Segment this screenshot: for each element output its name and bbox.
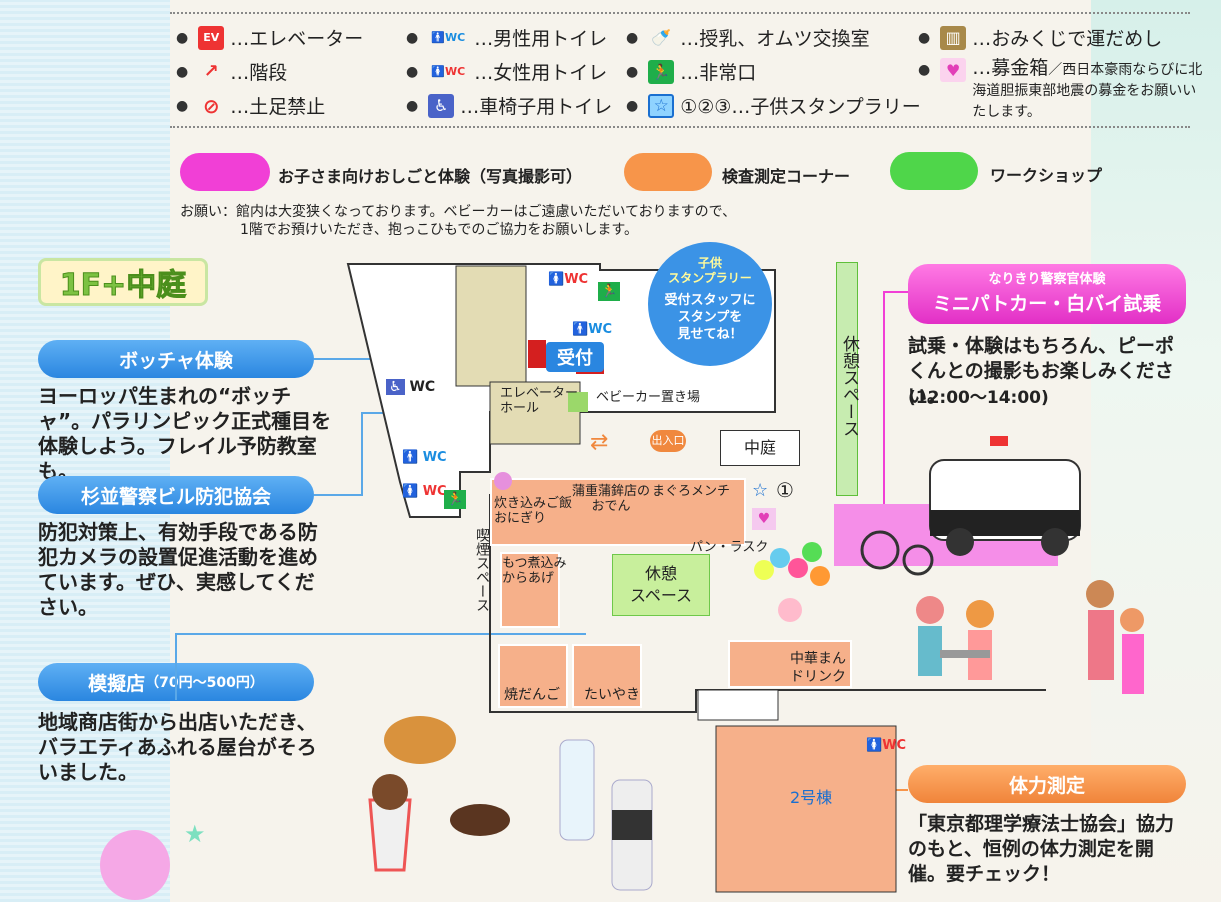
- legend-exit: ●🏃…非常口: [626, 58, 756, 85]
- legend-donation: ●♥ …募金箱／西日本豪雨ならびに北海道胆振東部地震の募金をお願いいたします。: [918, 57, 1203, 120]
- map-womens-wc-3: 🚺WC: [866, 738, 907, 753]
- map-womens-wc: 🚺WC: [548, 272, 589, 287]
- legend-mens-wc: ●🚹WC…男性用トイレ: [406, 24, 607, 51]
- exit-icon: 🏃: [648, 59, 675, 84]
- patrol-desc: 試乗・体験はもちろん、ピーポくんとの撮影もお楽しみください。: [908, 335, 1175, 407]
- boccia-desc: ヨーロッパ生まれの“ボッチャ”。パラリンピック正式種目を体験しよう。フレイル予防…: [38, 384, 332, 483]
- map-womens-wc-2: 🚺 WC: [402, 484, 447, 499]
- right-background: [1091, 0, 1221, 902]
- stall-taiyaki-box: [572, 644, 642, 708]
- patrol-title-box: なりきり警察官体験 ミニパトカー・白バイ試乗: [908, 264, 1186, 324]
- balloons-illustration: [754, 542, 830, 622]
- fitness-title: 体力測定: [908, 765, 1186, 803]
- decor-star-icon: ★: [184, 820, 206, 848]
- stall-chuka: 中華まん ドリンク: [790, 651, 846, 685]
- legend-elevator: ●EV…エレベーター: [176, 24, 363, 51]
- smoking-space-label: 喫煙スペース: [474, 528, 490, 612]
- fitness-desc: 「東京都理学療法士協会」協力のもと、恒例の体力測定を開催。要チェック！: [908, 813, 1175, 885]
- donation-icon: ♥: [940, 58, 967, 82]
- legend-wheelchair-wc: ●♿…車椅子用トイレ: [406, 92, 612, 119]
- elevator-hall-label: エレベーター ホール: [500, 386, 579, 416]
- courtyard-outline: [489, 494, 1046, 893]
- map-exit-icon-2: 🏃: [444, 490, 467, 509]
- legend-omikuji: ●▥…おみくじで運だめし: [918, 24, 1162, 51]
- notice-line-1: お願い：館内は大変狭くなっております。ベビーカーはご遠慮いただいておりますので、: [180, 204, 737, 220]
- map-mens-wc: 🚹WC: [572, 322, 613, 337]
- people-illustration: [916, 580, 1144, 694]
- patrol-time: (12:00〜14:00): [908, 388, 1049, 408]
- boccia-title: ボッチャ体験: [38, 340, 314, 378]
- notice-line-2: 1階でお預けいただき、抱っこひもでのご協力をお願いします。: [240, 222, 638, 238]
- map-mens-wc-2: 🚹 WC: [402, 450, 447, 465]
- legend-stamp: ●☆①②③…子供スタンプラリー: [626, 93, 921, 118]
- divider-bottom: [170, 126, 1190, 128]
- star-icon: ☆: [648, 93, 675, 118]
- pink-marker: [494, 472, 512, 490]
- stamp-bubble: 子供 スタンプラリー 受付スタッフに スタンプを 見せてね！: [648, 242, 772, 366]
- orange-key-label: 検査測定コーナー: [722, 167, 851, 186]
- legend-womens-wc: ●🚺WC…女性用トイレ: [406, 58, 607, 85]
- rest-space-box: 休憩 スペース: [612, 554, 710, 616]
- map-stamp-star-icon: ☆: [752, 480, 769, 501]
- courtyard-label: 中庭: [720, 430, 800, 466]
- building2-label: 2号棟: [790, 788, 833, 807]
- stroller-label: ベビーカー置き場: [596, 390, 701, 405]
- legend-no-shoes: ●⊘…土足禁止: [176, 93, 326, 119]
- left-background: [0, 0, 170, 902]
- stall-motsuni-box: [500, 552, 560, 628]
- police-title: 杉並警察ビル防犯協会: [38, 476, 314, 514]
- stall-maguro: まぐろメンチ: [652, 484, 731, 499]
- stall-taiyaki: たいやき: [584, 687, 640, 703]
- rest-space-vertical: 休憩スペース: [836, 262, 859, 496]
- stall-takikomi: 炊き込みご飯 おにぎり: [494, 496, 573, 526]
- map-exit-icon: 🏃: [598, 282, 621, 301]
- green-key-label: ワークショップ: [990, 166, 1103, 185]
- womens-wc-icon: 🚺WC: [431, 65, 466, 78]
- entrance-marker: 出入口: [650, 430, 686, 452]
- map-donation-icon: ♥: [752, 508, 776, 530]
- legend-stairs: ●↗…階段: [176, 61, 288, 84]
- stall-motsuni: もつ煮込み からあげ: [502, 556, 567, 586]
- orange-key-swatch: [624, 153, 712, 191]
- stall-yakidango: 焼だんご: [504, 687, 560, 703]
- decor-pink-circle: [100, 830, 170, 900]
- stall-chuka-box: [728, 640, 852, 688]
- map-stamp-number: ①: [776, 478, 794, 502]
- entrance-arrow-icon: ⇄: [590, 430, 609, 455]
- mens-wc-icon: 🚹WC: [431, 31, 466, 44]
- green-key-swatch: [890, 152, 978, 190]
- stairs-icon: ↗: [203, 61, 219, 82]
- divider-top: [170, 12, 1190, 14]
- map-wheelchair-wc: ♿ WC: [386, 379, 435, 395]
- police-car-illustration: [860, 436, 1081, 576]
- no-shoes-icon: ⊘: [202, 93, 220, 118]
- pink-key-swatch: [180, 153, 270, 191]
- pink-key-label: お子さま向けおしごと体験（写真撮影可）: [278, 167, 583, 186]
- stall-pan: パン・ラスク: [690, 540, 769, 555]
- elevator-icon: EV: [198, 25, 225, 50]
- floor-badge: 1F+中庭: [38, 258, 208, 306]
- food-illustration: [368, 716, 653, 891]
- legend-nursing: ●🍼…授乳、オムツ交換室: [626, 24, 870, 51]
- stall-desc: 地域商店街から出店いただき、バラエティあふれる屋台がそろいました。: [38, 710, 317, 784]
- omikuji-icon: ▥: [940, 25, 967, 50]
- reception-label: 受付: [546, 342, 604, 372]
- stall-row-top: [490, 478, 746, 546]
- wheelchair-icon: ♿: [428, 93, 455, 118]
- stall-yakidango-box: [498, 644, 568, 708]
- nursing-icon: 🍼: [651, 28, 672, 47]
- police-desc: 防犯対策上、有効手段である防犯カメラの設置促進活動を進めています。ぜひ、実感して…: [38, 520, 318, 619]
- stall-kamaboko: 蒲重蒲鉾店の おでん: [572, 484, 651, 514]
